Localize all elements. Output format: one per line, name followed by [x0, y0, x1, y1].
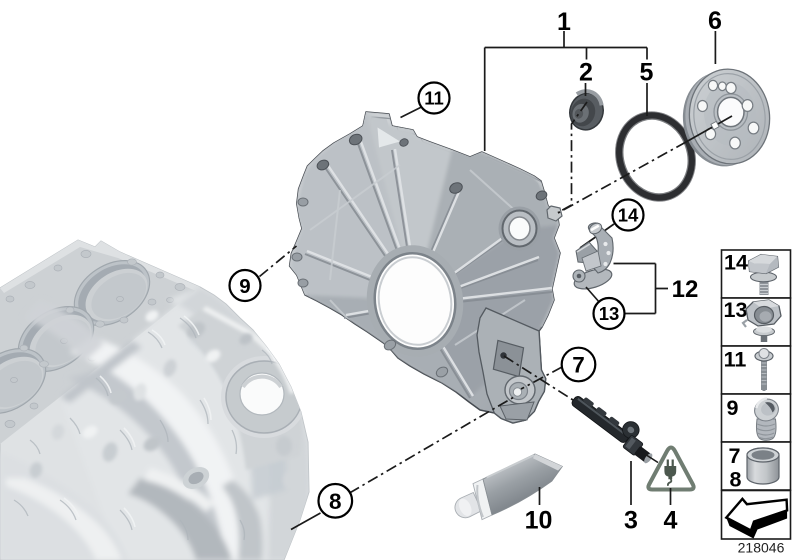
- svg-text:11: 11: [424, 88, 444, 109]
- svg-text:13: 13: [724, 298, 748, 322]
- svg-text:7: 7: [572, 353, 585, 378]
- svg-text:6: 6: [708, 7, 722, 35]
- svg-text:9: 9: [727, 396, 739, 420]
- svg-text:8: 8: [730, 468, 742, 492]
- svg-text:14: 14: [618, 205, 639, 226]
- svg-text:4: 4: [664, 507, 678, 535]
- svg-text:11: 11: [724, 348, 747, 372]
- svg-text:13: 13: [599, 303, 620, 324]
- svg-text:9: 9: [239, 275, 250, 298]
- svg-text:218046: 218046: [738, 540, 785, 556]
- svg-text:3: 3: [624, 507, 638, 535]
- svg-text:5: 5: [640, 59, 654, 87]
- svg-text:7: 7: [729, 444, 741, 468]
- svg-text:12: 12: [672, 276, 699, 303]
- svg-text:2: 2: [579, 59, 593, 87]
- svg-text:8: 8: [329, 489, 342, 514]
- svg-text:10: 10: [525, 507, 553, 535]
- svg-text:1: 1: [557, 8, 571, 36]
- svg-text:14: 14: [724, 251, 748, 275]
